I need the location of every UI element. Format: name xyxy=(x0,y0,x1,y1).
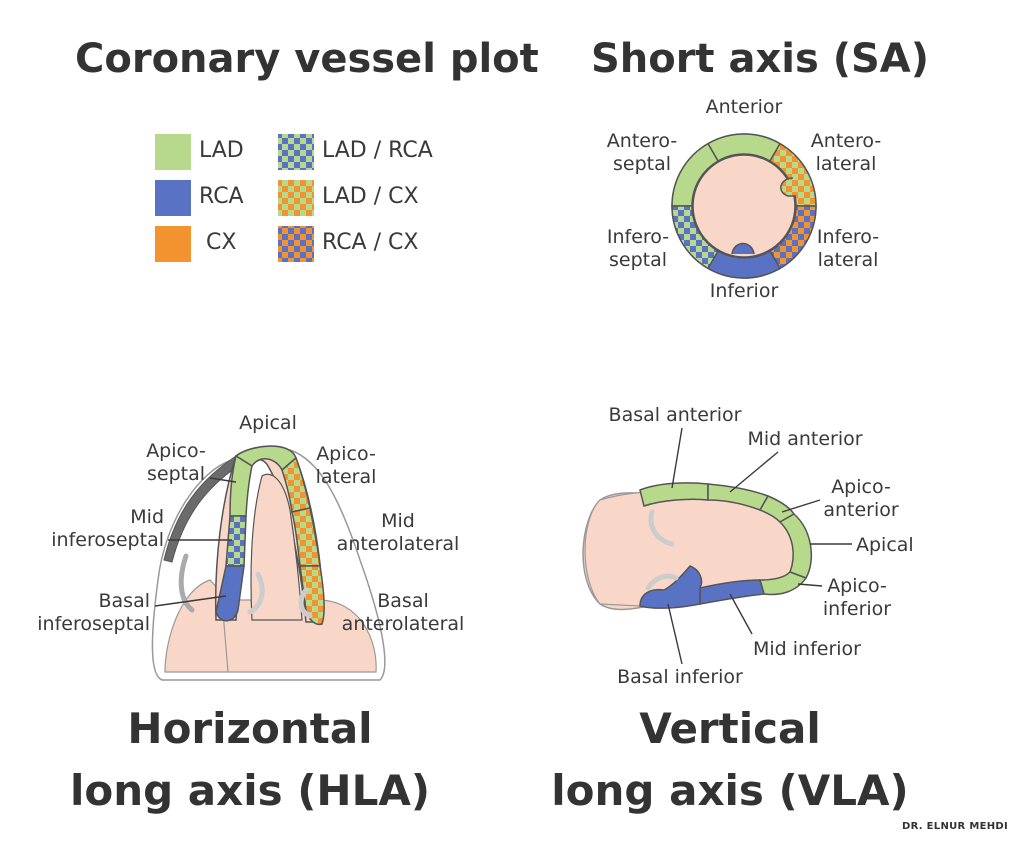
hla-label-apical: Apical xyxy=(239,412,297,434)
hla-title-line2: long axis (HLA) xyxy=(69,766,431,815)
legend-swatch-lad-rca xyxy=(278,134,314,170)
sa-segment-inferoseptal xyxy=(671,205,720,270)
legend-swatch-cx xyxy=(155,226,191,262)
vla-heart xyxy=(582,482,813,611)
vla-label-apicoinferior: Apico-inferior xyxy=(822,575,892,620)
legend-swatch-lad xyxy=(155,134,191,170)
sa-label-anterolateral: Antero-lateral xyxy=(810,130,882,175)
legend-swatch-rca xyxy=(155,180,191,216)
author-credit: DR. ELNUR MEHDI xyxy=(901,821,1008,832)
legend-label-rca-cx: RCA / CX xyxy=(322,230,419,255)
sa-label-inferolateral: Infero-lateral xyxy=(816,226,880,271)
legend-label-lad-cx: LAD / CX xyxy=(322,184,419,209)
hla-title-line1: Horizontal xyxy=(127,704,373,753)
vla-label-mid-anterior: Mid anterior xyxy=(747,428,863,450)
vla-segment-basal-inferior xyxy=(639,565,703,609)
vla-title-line2: long axis (VLA) xyxy=(551,766,909,815)
legend-label-cx: CX xyxy=(206,230,237,255)
hla-heart xyxy=(151,445,386,681)
legend-swatch-rca-cx xyxy=(278,226,314,262)
legend-label-lad-rca: LAD / RCA xyxy=(322,138,433,163)
vla-label-basal-anterior: Basal anterior xyxy=(608,404,742,426)
vla-title-line1: Vertical xyxy=(639,704,821,753)
vla-label-basal-inferior: Basal inferior xyxy=(617,666,743,688)
hla-leader-lines xyxy=(154,477,237,607)
coronary-vessel-plot-title: Coronary vessel plot xyxy=(75,36,539,82)
vla-label-mid-inferior: Mid inferior xyxy=(753,638,861,660)
vla-label-apical: Apical xyxy=(856,534,914,556)
short-axis-ring xyxy=(671,133,817,279)
legend-label-lad: LAD xyxy=(199,138,244,163)
sa-segment-anteroseptal xyxy=(671,142,720,207)
hla-segment-basal-inferoseptal xyxy=(215,565,245,622)
short-axis-title: Short axis (SA) xyxy=(590,36,930,82)
hla-label-apicolateral: Apico-lateral xyxy=(315,443,377,488)
sa-label-inferior: Inferior xyxy=(709,280,779,302)
vla-leader-lines xyxy=(667,427,852,665)
legend-swatch-lad-cx xyxy=(278,180,314,216)
hla-label-apicoseptal: Apico-septal xyxy=(146,440,206,485)
legend-label-rca: RCA xyxy=(199,184,244,209)
vla-label-apicoanterior: Apico-anterior xyxy=(823,476,899,521)
sa-label-anteroseptal: Antero-septal xyxy=(606,130,678,175)
sa-label-anterior: Anterior xyxy=(705,96,783,118)
sa-label-inferoseptal: Infero-septal xyxy=(606,226,670,271)
hla-segment-mid-inferoseptal xyxy=(225,515,247,567)
